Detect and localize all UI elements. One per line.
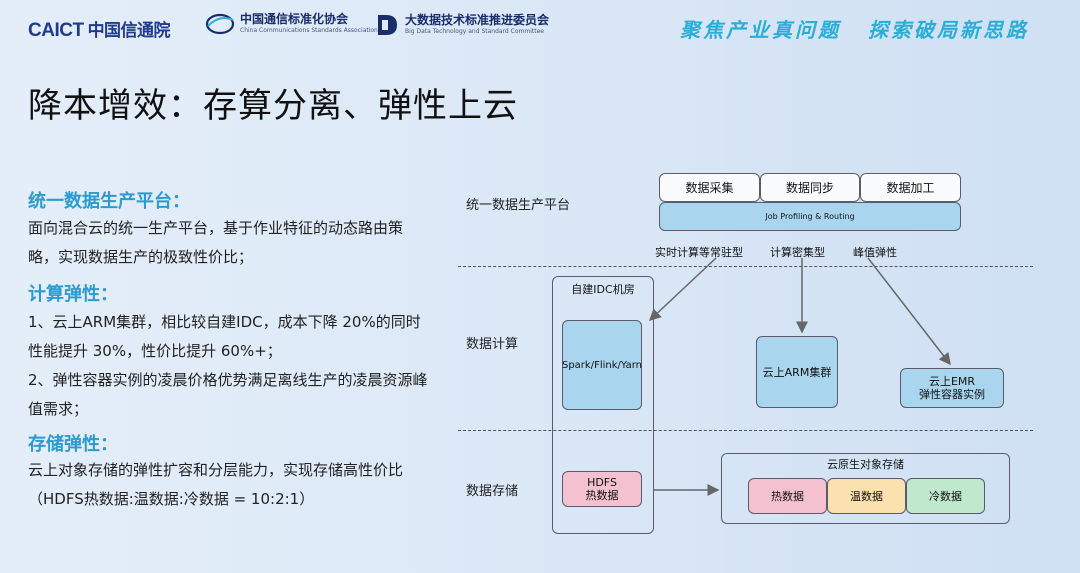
slogan-2: 探索破局新思路 bbox=[868, 18, 1029, 42]
page-title: 降本增效：存算分离、弹性上云 bbox=[28, 86, 518, 126]
section-compute-line-1: 1、云上ARM集群，相比较自建IDC，成本下降 20%的同时性能提升 30%，性… bbox=[28, 313, 421, 360]
slogan-1: 聚焦产业真问题 bbox=[680, 18, 841, 42]
bdc-cn-name: 大数据技术标准推进委员会 bbox=[405, 13, 550, 27]
process-box: 数据加工 bbox=[860, 173, 961, 202]
arrow-to-emr bbox=[867, 257, 951, 366]
hdfs-box: HDFS 热数据 bbox=[562, 471, 642, 507]
hdfs-hot-label: 热数据 bbox=[585, 489, 619, 502]
sync-box: 数据同步 bbox=[760, 173, 860, 202]
cold-data-box: 冷数据 bbox=[906, 478, 985, 514]
object-storage-container: 云原生对象存储 bbox=[721, 453, 1010, 524]
bdc-emblem-icon bbox=[378, 15, 397, 35]
divider-top bbox=[458, 266, 1033, 267]
caict-cn-name: 中国信通院 bbox=[87, 21, 171, 41]
section-platform-text: 面向混合云的统一生产平台，基于作业特征的动态路由策略，实现数据生产的极致性价比； bbox=[28, 219, 404, 266]
route-type-compute: 计算密集型 bbox=[770, 246, 825, 259]
spark-box: Spark/Flink/Yarn bbox=[562, 320, 642, 410]
idc-label: 自建IDC机房 bbox=[571, 283, 635, 296]
hdfs-title: HDFS bbox=[587, 476, 617, 489]
emr-title: 云上EMR bbox=[928, 375, 976, 388]
ccsa-cn-name: 中国通信标准化协会 bbox=[240, 12, 349, 26]
idc-container: 自建IDC机房 bbox=[552, 276, 654, 534]
route-type-elastic: 峰值弹性 bbox=[853, 246, 897, 259]
section-compute-title: 计算弹性： bbox=[28, 284, 118, 305]
warm-data-box: 温数据 bbox=[827, 478, 906, 514]
row-label-storage: 数据存储 bbox=[466, 484, 519, 499]
bdc-en-name: Big Data Technology and Standard Committ… bbox=[405, 28, 544, 35]
arm-box: 云上ARM集群 bbox=[756, 336, 838, 408]
section-storage-title: 存储弹性： bbox=[28, 434, 118, 455]
row-label-platform: 统一数据生产平台 bbox=[466, 198, 571, 213]
row-label-compute: 数据计算 bbox=[466, 337, 519, 352]
collect-box: 数据采集 bbox=[659, 173, 760, 202]
emr-subtitle: 弹性容器实例 bbox=[919, 388, 985, 401]
divider-bottom bbox=[458, 430, 1033, 431]
ccsa-logo: 中国通信标准化协会 China Communications Standards… bbox=[205, 12, 378, 36]
route-type-resident: 实时计算等常驻型 bbox=[655, 246, 743, 259]
caict-brand: CAICT bbox=[28, 20, 84, 41]
object-storage-label: 云原生对象存储 bbox=[827, 458, 904, 471]
ccsa-en-name: China Communications Standards Associati… bbox=[240, 27, 378, 34]
bdc-logo: 大数据技术标准推进委员会 Big Data Technology and Sta… bbox=[374, 12, 549, 38]
hot-data-box: 热数据 bbox=[748, 478, 827, 514]
section-compute-line-2: 2、弹性容器实例的凌晨价格优势满足离线生产的凌晨资源峰值需求； bbox=[28, 371, 428, 418]
arrow-to-idc bbox=[648, 257, 717, 322]
section-storage-text: 云上对象存储的弹性扩容和分层能力，实现存储高性价比（HDFS热数据:温数据:冷数… bbox=[28, 461, 404, 508]
section-platform-title: 统一数据生产平台： bbox=[28, 191, 190, 212]
routing-box: Job Profiling & Routing bbox=[659, 202, 961, 231]
ccsa-emblem-icon bbox=[205, 13, 235, 35]
emr-box: 云上EMR 弹性容器实例 bbox=[900, 368, 1004, 408]
